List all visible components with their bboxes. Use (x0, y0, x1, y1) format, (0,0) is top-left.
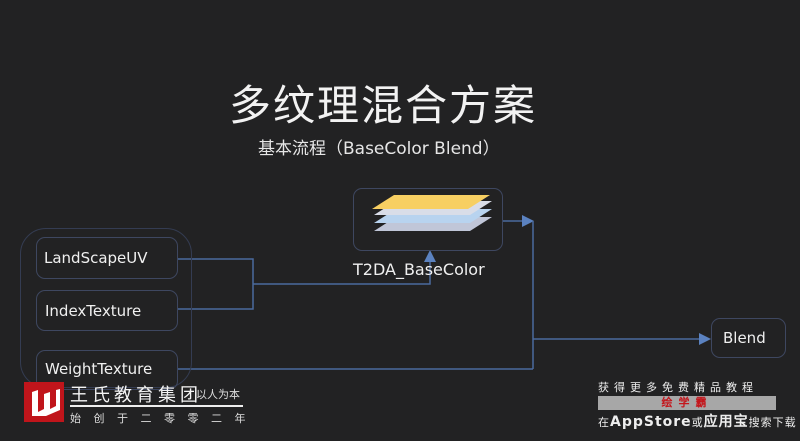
slide-title: 多纹理混合方案 (228, 81, 537, 130)
node-blend[interactable]: Blend (711, 318, 786, 358)
node-landscape-uv[interactable]: LandScapeUV (36, 237, 178, 279)
node-weight-texture[interactable]: WeightTexture (36, 350, 178, 390)
node-index-texture[interactable]: IndexTexture (36, 290, 178, 331)
promo-store2: 应用宝 (703, 414, 749, 430)
line-to-t2da (253, 250, 436, 285)
node-t2da[interactable] (353, 188, 503, 251)
brand-motto: 以人为本 (196, 388, 240, 401)
promo-app-name: 绘学霸 (598, 396, 776, 410)
brand-divider (70, 405, 243, 407)
slide-subtitle: 基本流程（BaseColor Blend） (258, 139, 500, 159)
promo-post: 搜索下载 (748, 416, 797, 429)
promo-mid: 或 (691, 416, 704, 429)
logo-icon (24, 382, 64, 422)
brand-name: 王氏教育集团 (70, 385, 202, 406)
input-group (20, 228, 192, 388)
t2da-label: T2DA_BaseColor (353, 260, 485, 279)
texture-layers-icon (372, 195, 492, 231)
brand-since: 始创于二零零二年 (70, 412, 258, 425)
promo-store: AppStore (610, 414, 692, 430)
promo-line3: 在AppStore或应用宝搜索下载 (598, 411, 797, 431)
promo-pre: 在 (598, 416, 610, 429)
promo-line1: 获得更多免费精品教程 (598, 381, 758, 394)
